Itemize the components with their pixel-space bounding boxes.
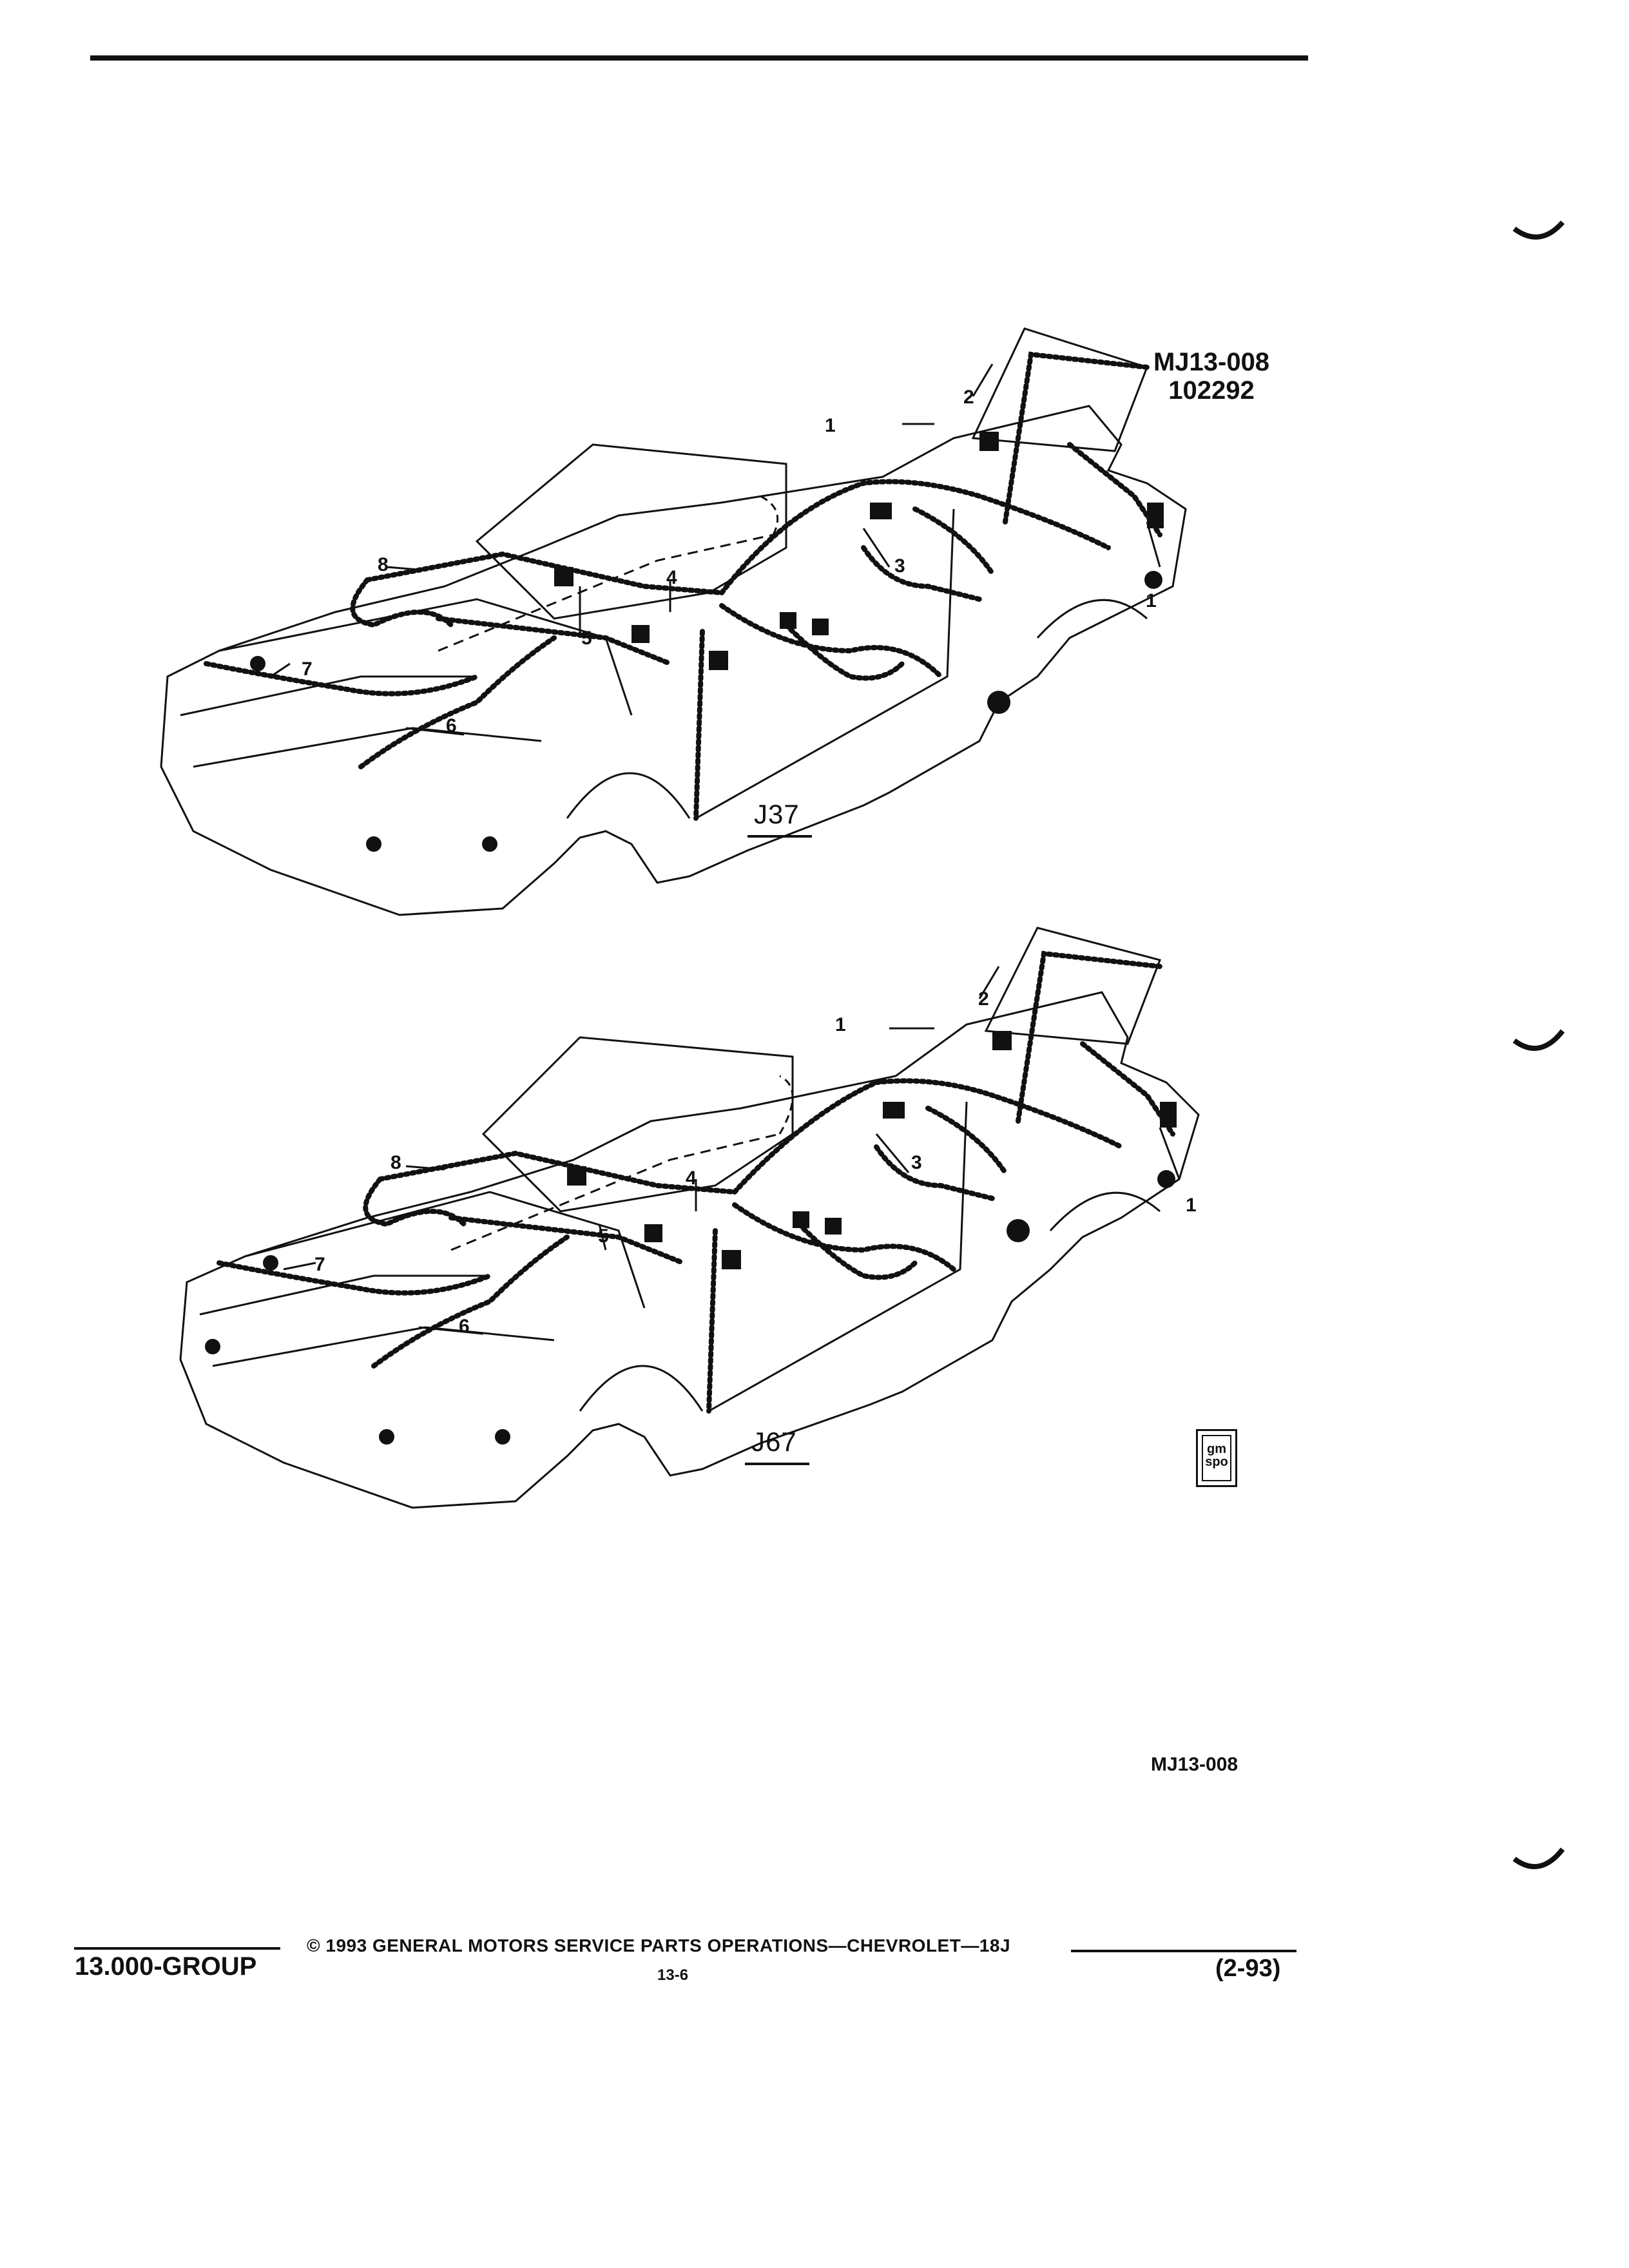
callout-7-j37: 7	[302, 658, 313, 680]
view-label-underline-j37	[747, 835, 812, 838]
callout-6-j37: 6	[446, 715, 457, 736]
callout-5-j67: 5	[598, 1225, 609, 1247]
drawing-code-number: MJ13-008	[1153, 348, 1270, 376]
car-body-outline	[179, 991, 1200, 1509]
callout-1-left-j37: 1	[825, 415, 836, 436]
top-rule	[90, 55, 1308, 61]
footer-rule-left	[74, 1947, 280, 1950]
margin-marks	[1512, 220, 1565, 1869]
view-label-j37: J37	[754, 799, 800, 829]
door-line	[695, 508, 955, 820]
callout-4-j37: 4	[666, 567, 677, 588]
callout-8-j67: 8	[390, 1152, 401, 1173]
footer-rule-right	[1071, 1950, 1296, 1952]
rear-wheel-arch	[1049, 1191, 1161, 1232]
callout-2-j67: 2	[978, 988, 989, 1010]
figure-reference: MJ13-008	[1151, 1754, 1239, 1775]
callout-1-left-j67: 1	[835, 1014, 846, 1035]
callout-8-j37: 8	[378, 554, 389, 575]
door-line	[708, 1101, 968, 1412]
drawing-code-date: 102292	[1168, 376, 1255, 405]
trunk-lid	[984, 927, 1162, 1045]
callout-6-j67: 6	[459, 1316, 470, 1337]
view-label-underline-j67	[745, 1463, 809, 1465]
wiring-illustration-j67	[179, 927, 1200, 1509]
gm-spo-logo-line2: spo	[1205, 1455, 1228, 1469]
gm-spo-logo: gm spo	[1196, 1429, 1237, 1487]
windshield-frame	[481, 1036, 794, 1213]
front-wheel-arch	[579, 1365, 704, 1412]
callout-5-j37: 5	[581, 628, 592, 649]
footer-page-number: 13-6	[657, 1966, 689, 1984]
callout-7-j67: 7	[314, 1254, 325, 1275]
front-wheel-arch	[566, 772, 691, 819]
callout-3-j67: 3	[911, 1152, 922, 1173]
drawing-code: MJ13-008 102292	[1134, 348, 1289, 405]
view-label-j67: J67	[751, 1427, 797, 1457]
callout-2-j37: 2	[963, 387, 974, 408]
windshield	[475, 443, 787, 620]
callout-3-j37: 3	[894, 555, 905, 577]
footer-revision: (2-93)	[1215, 1955, 1281, 1982]
callout-1-right-j37: 1	[1146, 590, 1157, 611]
car-body-outline	[160, 405, 1187, 916]
gm-spo-logo-line1: gm	[1207, 1442, 1226, 1456]
callout-1-right-j67: 1	[1186, 1195, 1197, 1216]
footer-copyright: © 1993 GENERAL MOTORS SERVICE PARTS OPER…	[307, 1936, 1011, 1956]
callout-4-j67: 4	[686, 1168, 697, 1189]
footer-group: 13.000-GROUP	[75, 1952, 257, 1981]
trunk-lid	[971, 327, 1148, 452]
wiring-illustration-j37	[160, 327, 1187, 916]
rear-wheel-arch	[1036, 599, 1148, 639]
